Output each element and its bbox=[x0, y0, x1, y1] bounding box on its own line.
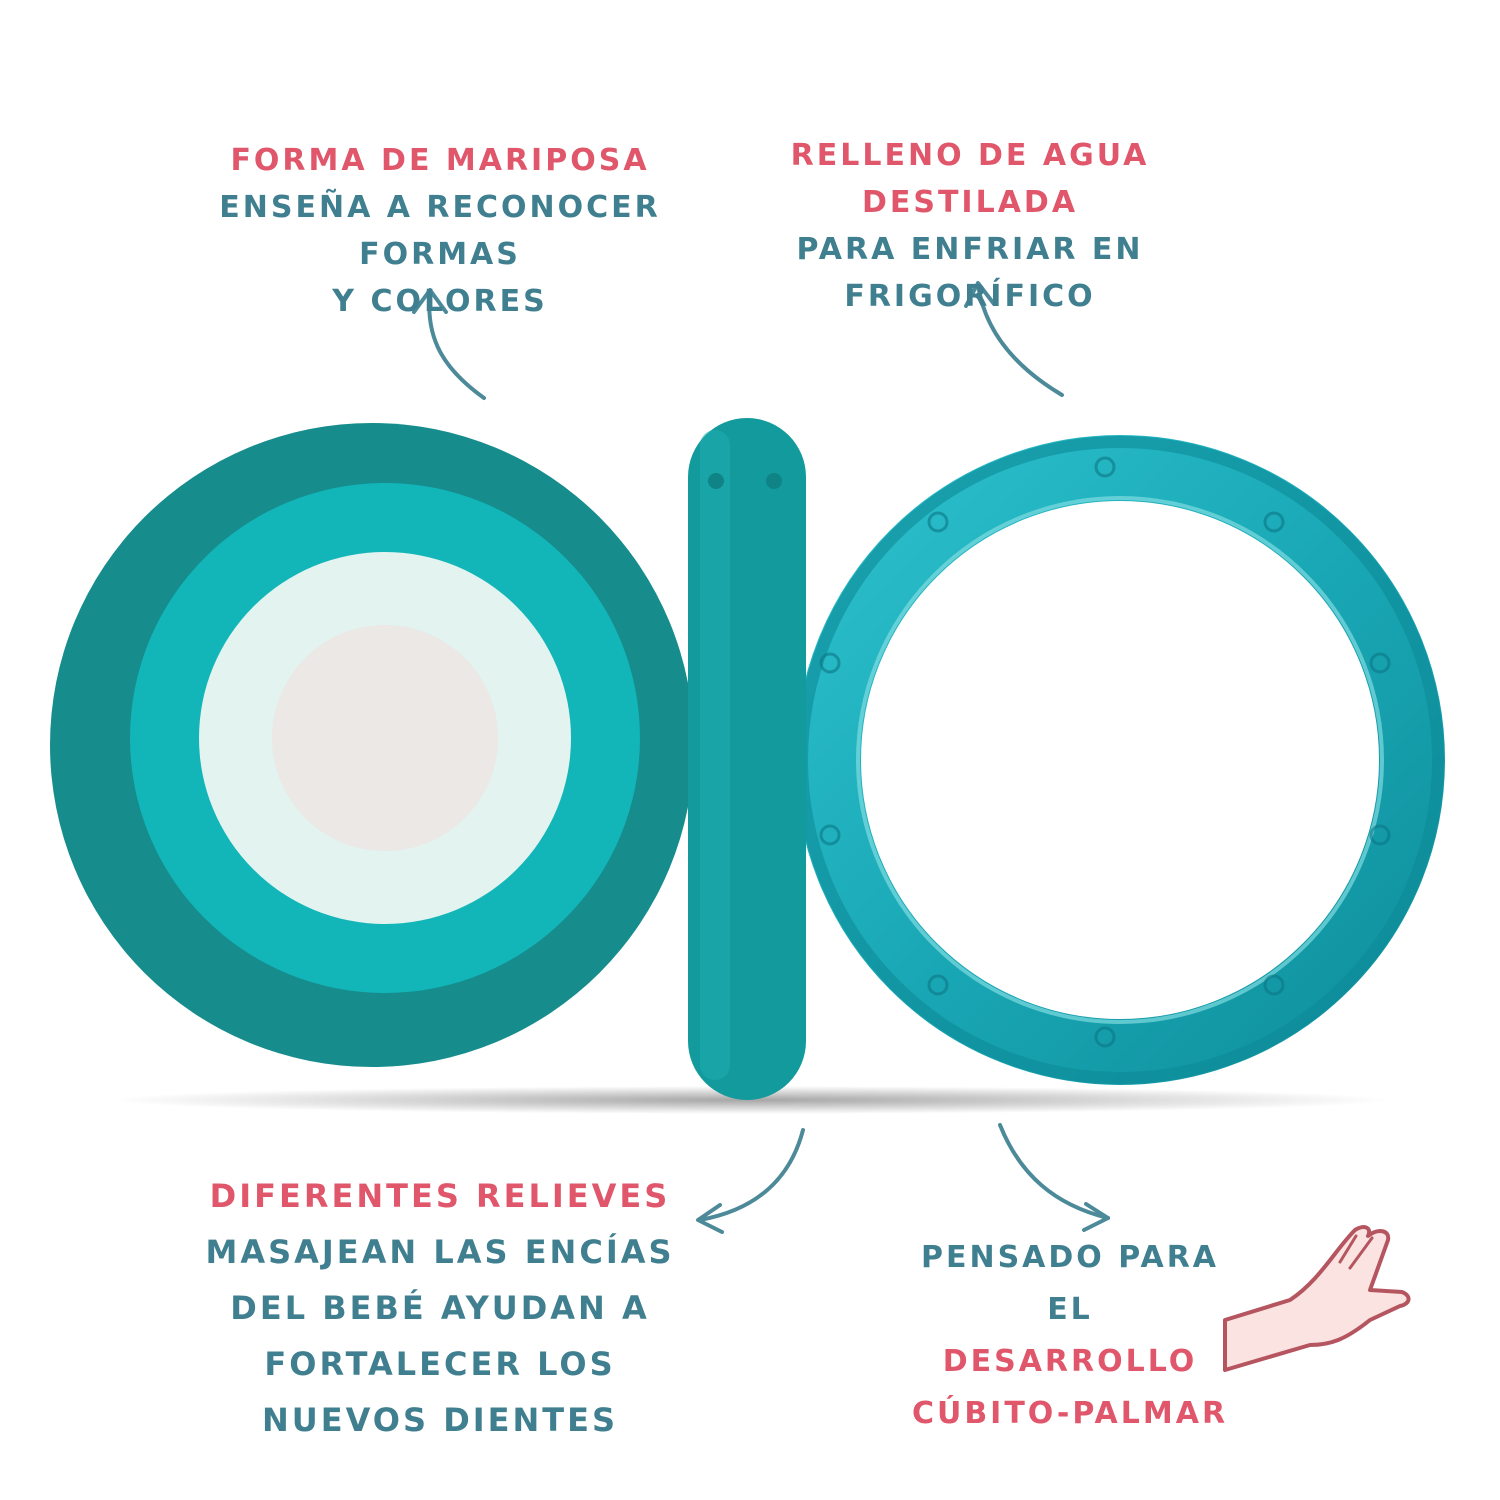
callout-title: Diferentes relieves bbox=[209, 1177, 671, 1215]
hand-illustration bbox=[1223, 1225, 1411, 1372]
water-filled-ring bbox=[795, 435, 1445, 1085]
callout-distilled-water: Relleno de agua destilada para enfriar e… bbox=[720, 132, 1220, 320]
teether-disc bbox=[50, 423, 694, 1067]
callout-ulnar-palmar: Pensado para el desarrollo cúbito-palmar bbox=[900, 1232, 1240, 1440]
ring-bumps bbox=[819, 456, 1391, 1048]
callout-line: Pensado para el bbox=[920, 1240, 1220, 1327]
arrow-icon bbox=[412, 288, 486, 400]
callout-line: del bebé ayudan a bbox=[230, 1289, 650, 1327]
connector-bar bbox=[688, 418, 806, 1100]
callout-butterfly-shape: Forma de mariposa Enseña a reconocer for… bbox=[180, 137, 700, 325]
callout-line: Enseña a reconocer formas bbox=[219, 190, 661, 272]
callout-line: para enfriar en bbox=[796, 232, 1144, 267]
callout-line: frigorífico bbox=[844, 279, 1096, 314]
callout-highlight: desarrollo bbox=[942, 1344, 1198, 1379]
arrow-icon bbox=[998, 1123, 1110, 1232]
callout-title: Forma de mariposa bbox=[230, 143, 650, 178]
arrow-icon bbox=[696, 1128, 805, 1234]
arrow-icon bbox=[964, 281, 1064, 397]
callout-textures: Diferentes relieves masajean las encías … bbox=[190, 1168, 690, 1448]
callout-highlight: cúbito-palmar bbox=[911, 1396, 1229, 1431]
callout-title: Relleno de agua destilada bbox=[790, 138, 1150, 220]
callout-line: fortalecer los bbox=[264, 1345, 616, 1383]
floor-shadow bbox=[110, 1086, 1390, 1114]
callout-line: nuevos dientes bbox=[261, 1401, 619, 1439]
callout-line: y colores bbox=[332, 284, 548, 319]
callout-line: masajean las encías bbox=[205, 1233, 675, 1271]
